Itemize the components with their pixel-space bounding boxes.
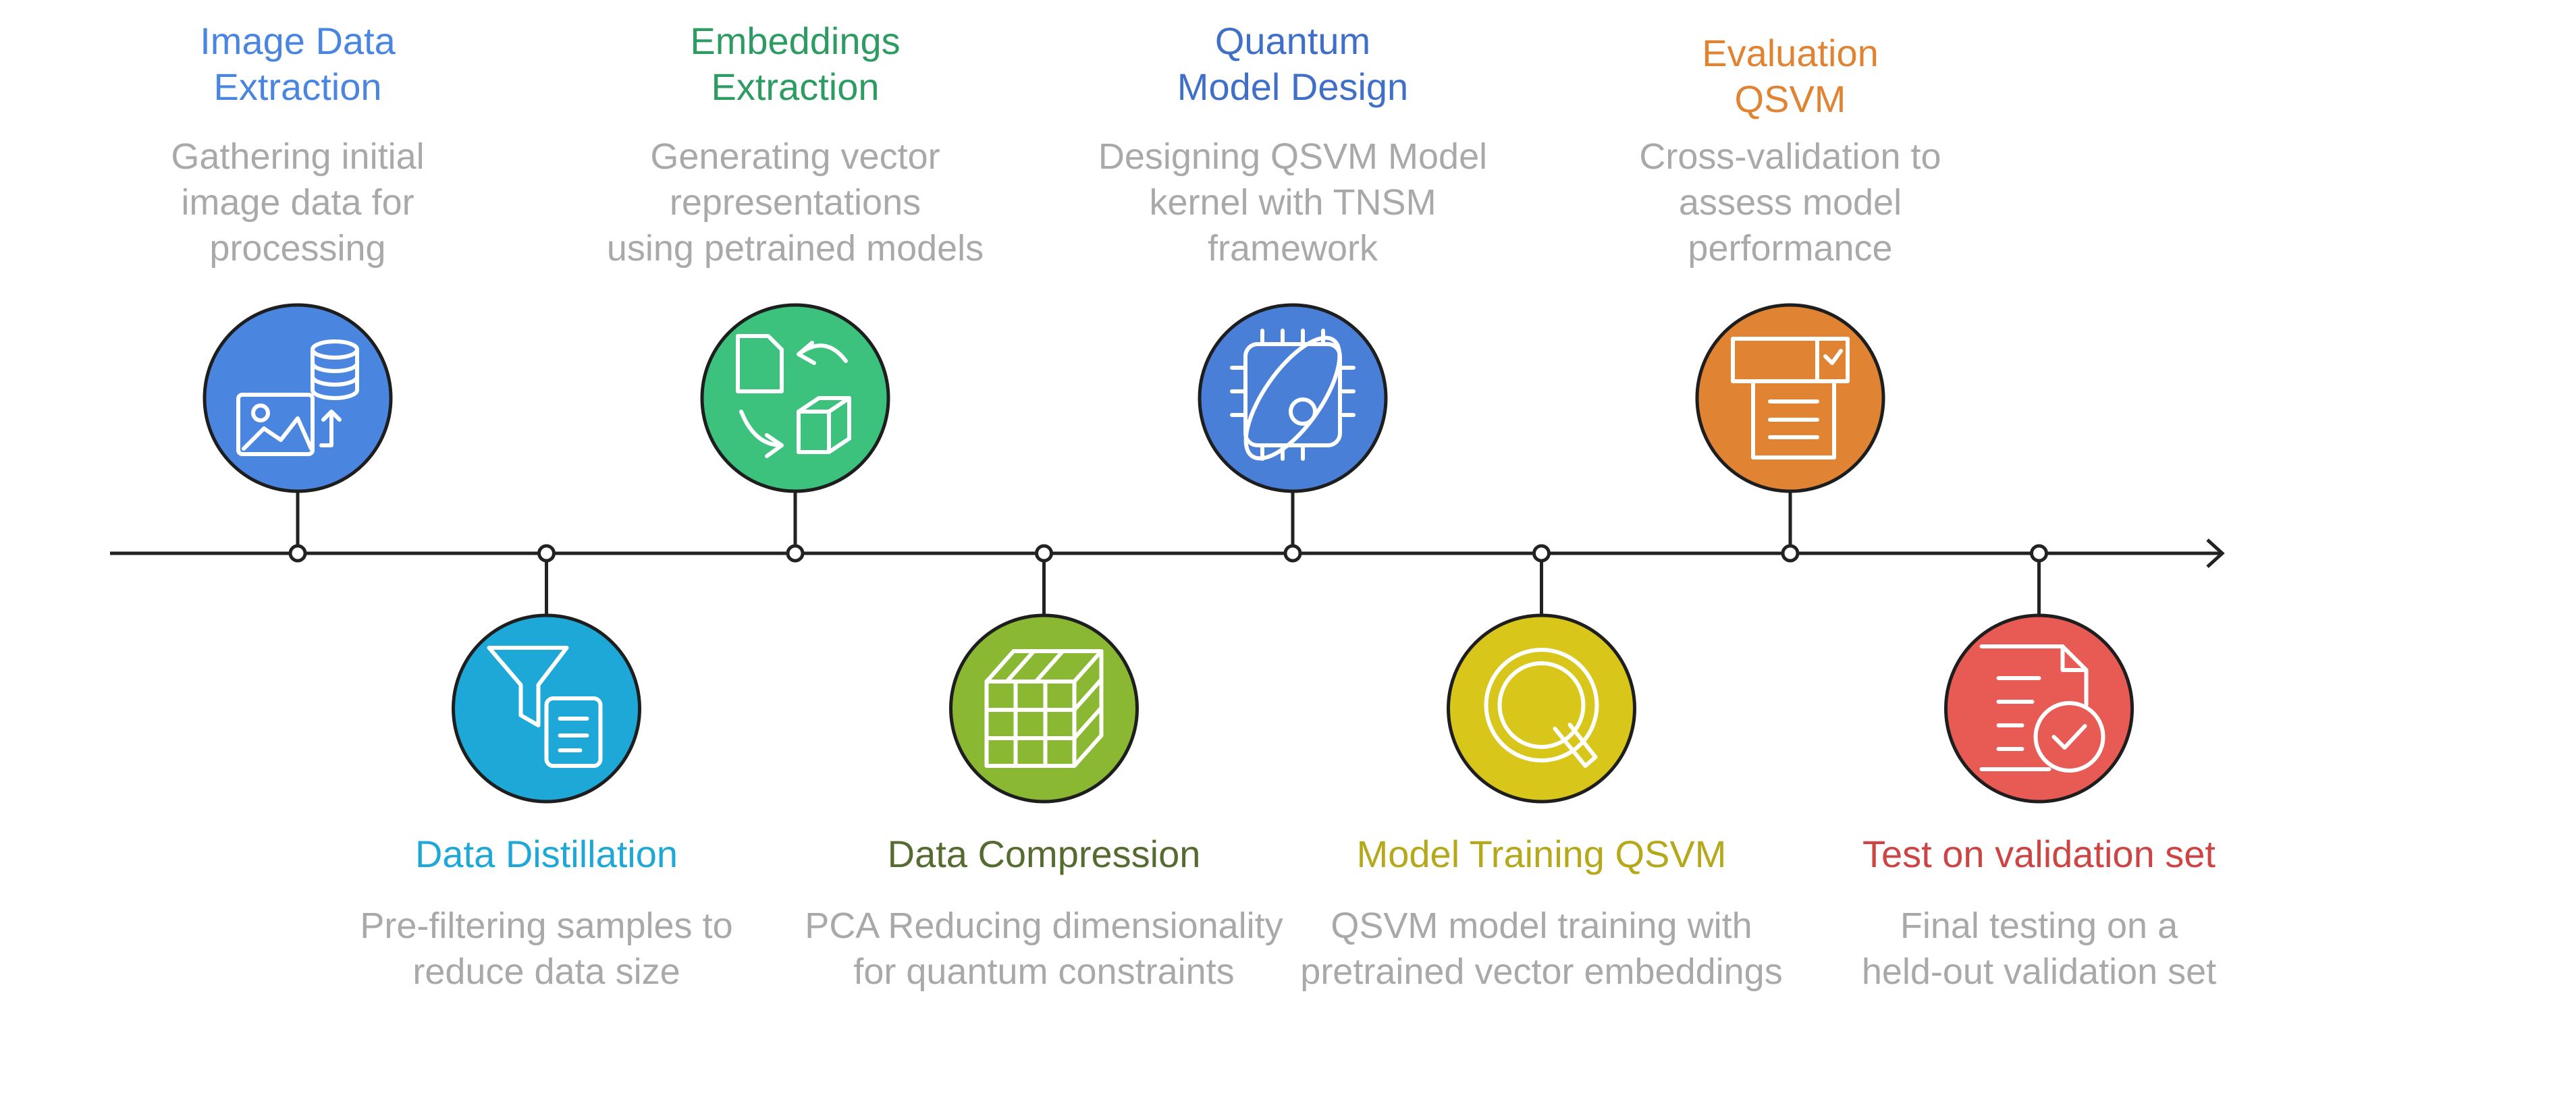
stage-circle (1198, 303, 1388, 493)
data-compression-stage (949, 613, 1139, 804)
data-distillation-stage (452, 613, 641, 804)
evaluation-qsvm-stage (1695, 303, 1885, 493)
image-data-extraction-stage (203, 303, 393, 493)
letter-q-icon (1484, 648, 1599, 768)
filter-document-icon (487, 646, 603, 768)
quantum-model-design-stage (1198, 303, 1388, 493)
checklist-document-icon (1731, 337, 1850, 460)
timeline-node (537, 544, 556, 563)
stage-circle (203, 303, 393, 493)
timeline-node (2030, 544, 2048, 563)
timeline-node (1532, 544, 1551, 563)
test-on-validation-set-stage (1944, 613, 2134, 804)
transform-cube-icon (736, 334, 851, 458)
grid-cube-icon (984, 649, 1104, 768)
timeline-node (1035, 544, 1053, 563)
model-training-qsvm-stage (1447, 613, 1636, 804)
timeline-node (1781, 544, 1800, 563)
stage-title: Data Distillation (415, 833, 678, 875)
stage-circle (1447, 613, 1636, 804)
timeline-arrowhead-icon (2206, 538, 2225, 568)
quantum-chip-icon (1230, 329, 1356, 461)
stage-circle (700, 303, 890, 493)
verified-document-icon (1979, 644, 2105, 773)
timeline-node (1283, 544, 1302, 563)
stage-title: Data Compression (888, 833, 1201, 875)
embeddings-extraction-stage (700, 303, 890, 493)
image-database-icon (236, 339, 359, 456)
stage-title: Test on validation set (1862, 833, 2216, 875)
timeline-node (288, 544, 307, 563)
stage-circle (1695, 303, 1885, 493)
stage-circle (1944, 613, 2134, 804)
timeline-node (786, 544, 805, 563)
stage-title: Model Training QSVM (1357, 833, 1727, 875)
